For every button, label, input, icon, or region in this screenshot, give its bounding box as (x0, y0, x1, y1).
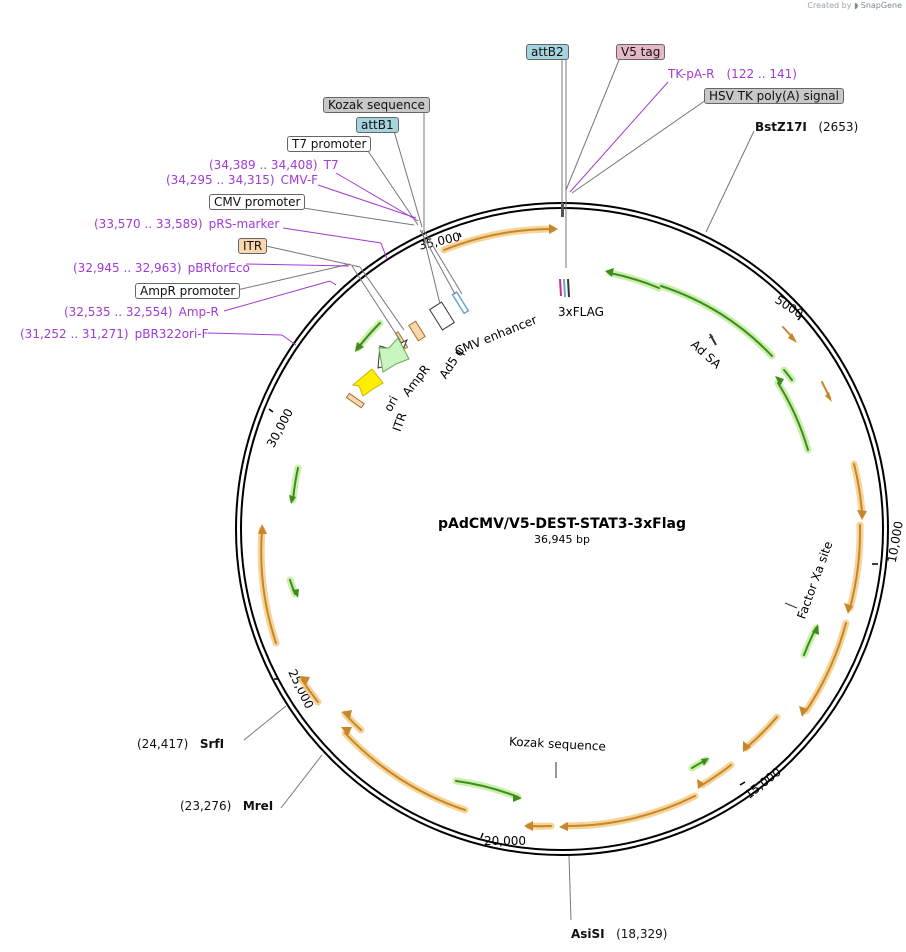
tick-label-20000: 20,000 (484, 834, 526, 848)
primer-name: CMV-F (280, 173, 319, 187)
orange-arrowheads (258, 224, 867, 831)
primer-name: T7 (323, 158, 339, 172)
primer-range: (32,945 .. 32,963) (73, 261, 182, 275)
site-position: (24,417) (137, 737, 189, 751)
primer-name: pBR322ori-F (134, 327, 209, 341)
site-position: (18,329) (616, 927, 668, 941)
feature-box-attb1[interactable]: attB1 (356, 117, 399, 133)
primer-prs-marker[interactable]: (33,570 .. 33,589) pRS-marker (94, 217, 279, 231)
feature-box-kozak[interactable]: Kozak sequence (323, 97, 430, 113)
primer-name: TK-pA-R (668, 67, 715, 81)
site-bstz17i[interactable]: BstZ17I (2653) (755, 120, 858, 134)
primer-name: Amp-R (178, 305, 219, 319)
site-name: MreI (242, 799, 274, 813)
label-ad-sa: Ad SA (688, 337, 724, 372)
primer-range: (33,570 .. 33,589) (94, 217, 203, 231)
left-cluster (345, 291, 470, 409)
site-position: (2653) (818, 120, 859, 134)
primer-t7[interactable]: (34,389 .. 34,408) T7 (209, 158, 339, 172)
site-mrei[interactable]: (23,276) MreI (180, 799, 273, 813)
backbone-marks (555, 203, 798, 778)
primer-range: (34,295 .. 34,315) (166, 173, 275, 187)
green-arrowheads (289, 268, 819, 802)
feature-box-itr[interactable]: ITR (238, 238, 268, 254)
primer-name: pBRforEco (187, 261, 250, 275)
snapgene-credit: Created by ◗ SnapGene (807, 1, 902, 10)
label-kozak-inner: Kozak sequence (509, 735, 606, 754)
label-ad5-psi: Ad5 ψ (437, 344, 468, 381)
tick-label-30000: 30,000 (264, 406, 296, 450)
label-ampr: AmpR (400, 362, 433, 399)
label-factor-xa-site: Factor Xa site (794, 539, 835, 620)
credit-brand: SnapGene (860, 1, 902, 10)
site-name: SrfI (199, 737, 225, 751)
feature-box-hsv-tk-polya[interactable]: HSV TK poly(A) signal (704, 88, 844, 104)
primer-amp-r[interactable]: (32,535 .. 32,554) Amp-R (64, 305, 219, 319)
label-itr-inner: ITR (390, 411, 410, 434)
site-srfi[interactable]: (24,417) SrfI (137, 737, 224, 751)
site-asisi[interactable]: AsiSI (18,329) (571, 927, 667, 941)
primer-range: (34,389 .. 34,408) (209, 158, 318, 172)
plasmid-name: pAdCMV/V5-DEST-STAT3-3xFlag (438, 516, 686, 532)
primer-range: (31,252 .. 31,271) (20, 327, 129, 341)
credit-prefix: Created by (807, 1, 852, 10)
site-position: (23,276) (180, 799, 232, 813)
primer-range: (122 .. 141) (726, 67, 797, 81)
site-name: AsiSI (571, 927, 605, 941)
feature-box-cmv-promoter[interactable]: CMV promoter (209, 194, 306, 210)
plasmid-length: 36,945 bp (534, 533, 590, 546)
tick-label-15000: 15,000 (742, 765, 784, 802)
snapgene-logo-icon: ◗ (853, 1, 859, 10)
primer-lines (207, 81, 669, 346)
label-ori: ori (381, 394, 401, 414)
label-3xflag: 3xFLAG (558, 305, 604, 319)
feature-box-ampr-promoter[interactable]: AmpR promoter (135, 283, 241, 299)
site-name: BstZ17I (755, 120, 807, 134)
feature-box-t7-promoter[interactable]: T7 promoter (287, 136, 372, 152)
primer-tk-pa-r[interactable]: TK-pA-R (122 .. 141) (668, 67, 797, 81)
primer-range: (32,535 .. 32,554) (64, 305, 173, 319)
feature-box-v5-tag[interactable]: V5 tag (616, 44, 666, 60)
primer-pbrforeco[interactable]: (32,945 .. 32,963) pBRforEco (73, 261, 250, 275)
leader-lines (236, 59, 755, 921)
feature-box-attb2[interactable]: attB2 (526, 44, 569, 60)
primer-cmv-f[interactable]: (34,295 .. 34,315) CMV-F (166, 173, 318, 187)
primer-name: pRS-marker (208, 217, 280, 231)
primer-pbr322ori-f[interactable]: (31,252 .. 31,271) pBR322ori-F (20, 327, 209, 341)
tick-marks (268, 232, 878, 839)
tick-label-5000: 5000 (773, 293, 806, 321)
